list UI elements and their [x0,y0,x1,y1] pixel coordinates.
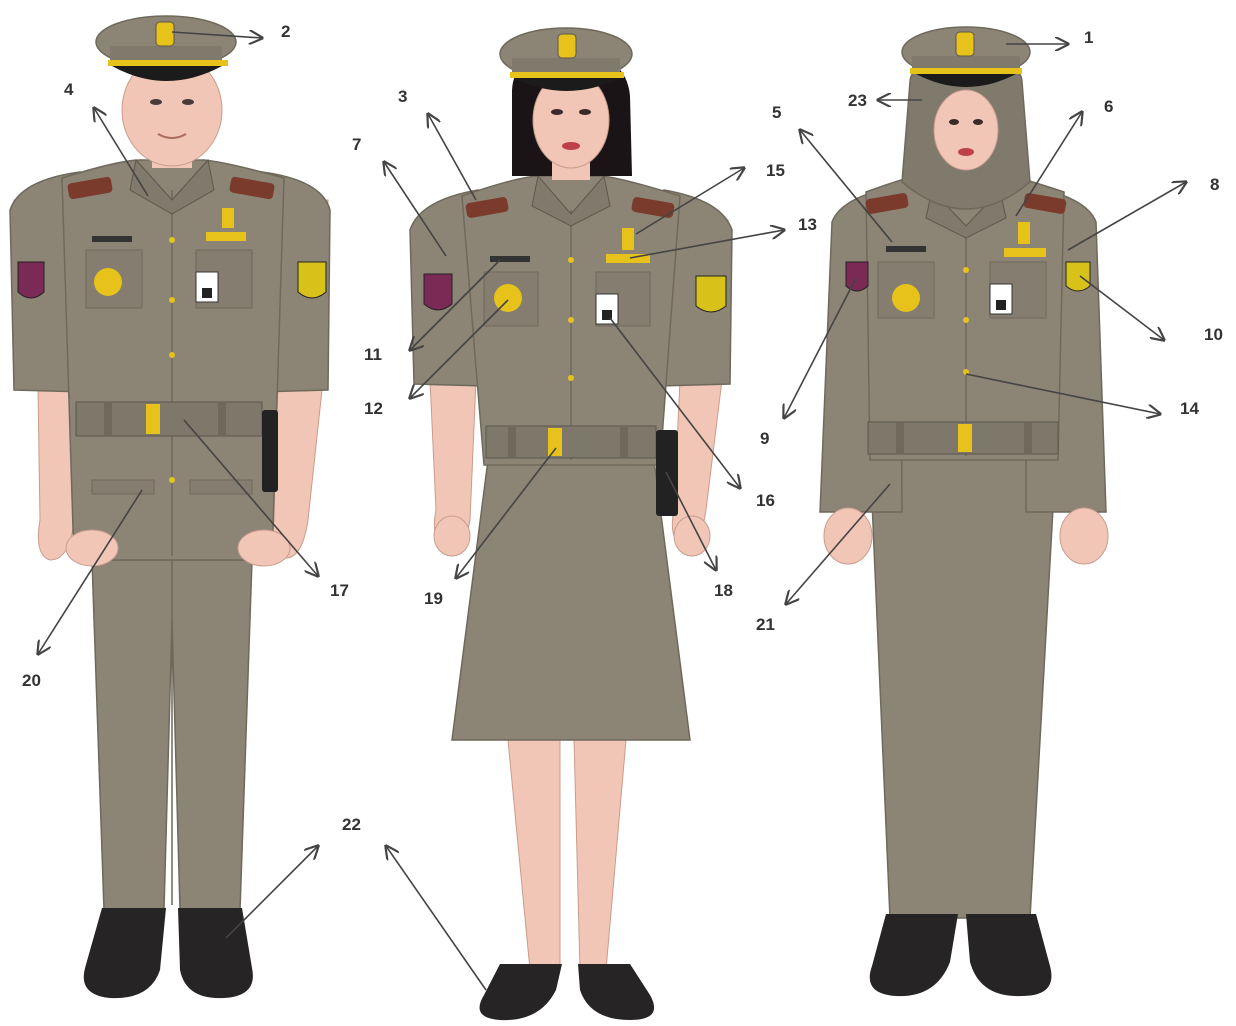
callout-22: 22 [342,815,361,834]
callout-13: 13 [798,215,817,234]
female-officer-skirt-figure [410,28,732,1020]
callout-5: 5 [772,103,781,122]
callout-21: 21 [756,615,775,634]
callout-6: 6 [1104,97,1113,116]
callout-14: 14 [1180,399,1199,418]
callout-20: 20 [22,671,41,690]
callout-11: 11 [364,345,382,364]
callout-10: 10 [1204,325,1223,344]
male-officer-figure [10,16,330,998]
callout-4: 4 [64,80,74,99]
callout-18: 18 [714,581,733,600]
callout-19: 19 [424,589,443,608]
callout-16: 16 [756,491,775,510]
callout-15: 15 [766,161,785,180]
callout-7: 7 [352,135,361,154]
callout-3: 3 [398,87,407,106]
callout-9: 9 [760,429,769,448]
callout-23: 23 [848,91,867,110]
female-officer-hijab-figure [820,27,1108,996]
callout-8: 8 [1210,175,1219,194]
callout-12: 12 [364,399,383,418]
arrow-3 [428,114,476,200]
callout-1: 1 [1084,28,1093,47]
callout-17: 17 [330,581,349,600]
arrow-22b [386,846,486,990]
callout-2: 2 [281,22,290,41]
